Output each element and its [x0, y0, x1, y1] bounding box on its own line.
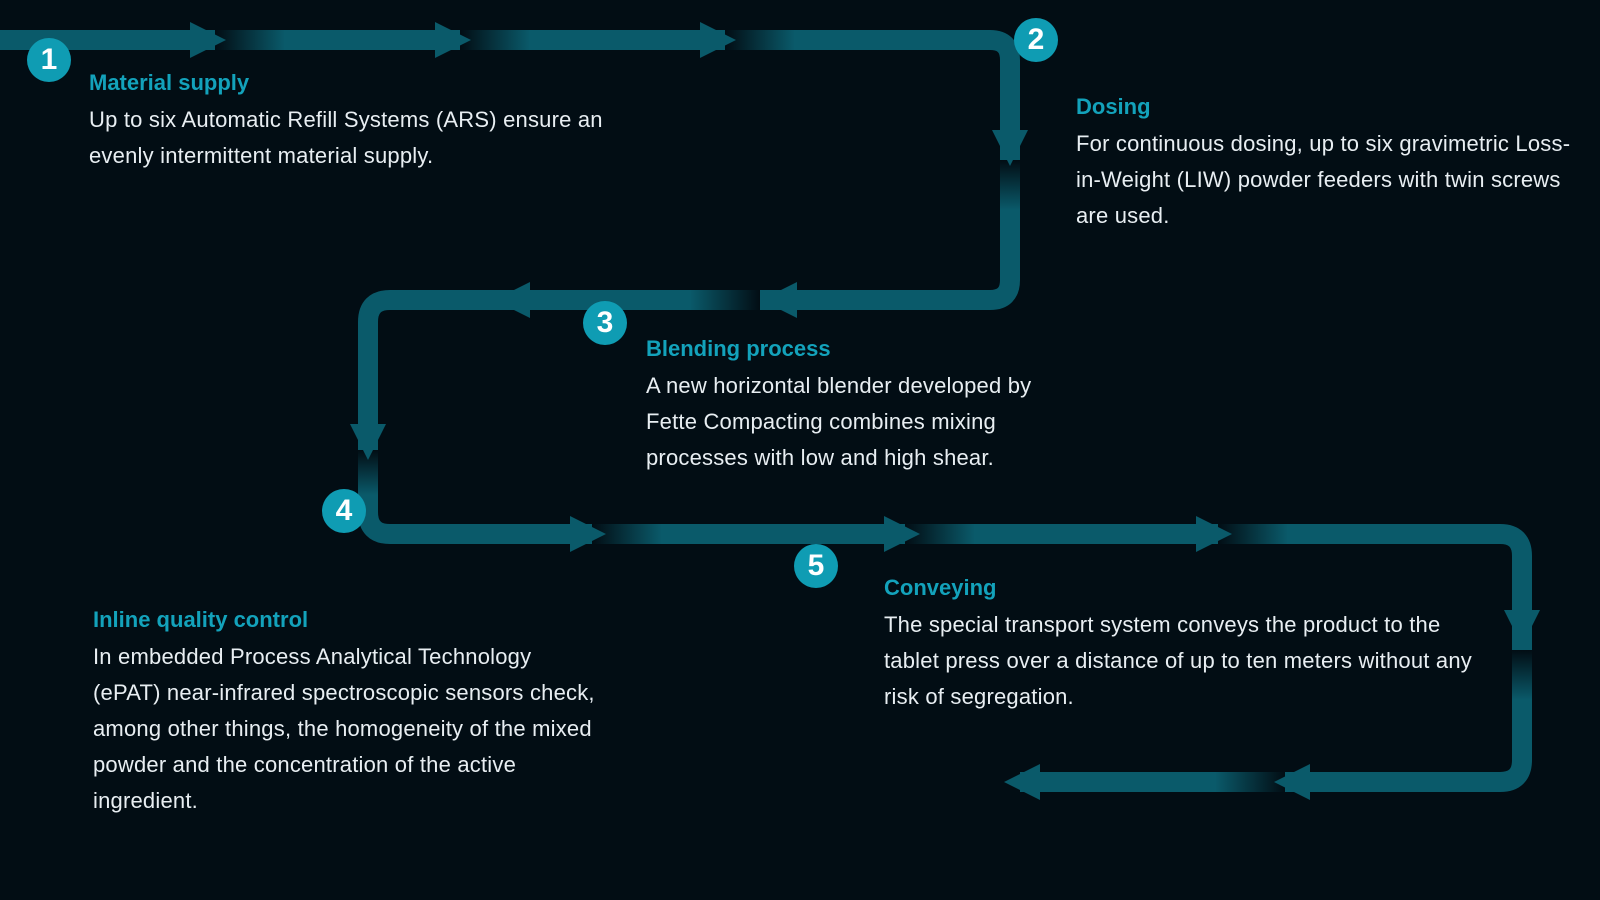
arrow-left-icon	[494, 282, 530, 318]
step-description: For continuous dosing, up to six gravime…	[1076, 131, 1571, 228]
step-title: Conveying	[884, 575, 997, 600]
arrow-down-icon	[1504, 610, 1540, 646]
arrow-right-icon	[190, 22, 226, 58]
step-4-badge: 4	[322, 489, 366, 533]
step-1-badge: 1	[27, 38, 71, 82]
fade-overlay	[725, 26, 795, 54]
step-description: Up to six Automatic Refill Systems (ARS)…	[89, 107, 603, 168]
fade-overlay	[996, 160, 1024, 210]
step-title: Inline quality control	[93, 607, 309, 632]
flow-line	[0, 30, 1532, 792]
arrow-left-icon	[761, 282, 797, 318]
fade-overlay	[460, 26, 530, 54]
step-description: The special transport system conveys the…	[884, 612, 1472, 709]
step-material-supply: Material supply Up to six Automatic Refi…	[89, 68, 629, 174]
step-conveying: Conveying The special transport system c…	[884, 573, 1484, 715]
arrow-right-icon	[700, 22, 736, 58]
step-dosing: Dosing For continuous dosing, up to six …	[1076, 92, 1576, 234]
fade-overlay	[215, 26, 285, 54]
step-title: Dosing	[1076, 94, 1151, 119]
fade-overlay	[1508, 650, 1536, 700]
fade-overlay	[690, 286, 760, 314]
arrow-left-icon	[1274, 764, 1310, 800]
step-2-badge: 2	[1014, 18, 1058, 62]
arrow-left-icon	[1004, 764, 1040, 800]
arrow-right-icon	[570, 516, 606, 552]
step-5-badge: 5	[794, 544, 838, 588]
arrow-down-icon	[350, 424, 386, 460]
step-description: In embedded Process Analytical Technolog…	[93, 644, 595, 813]
step-blending-process: Blending process A new horizontal blende…	[646, 334, 1086, 476]
step-3-badge: 3	[583, 301, 627, 345]
step-inline-quality-control: Inline quality control In embedded Proce…	[93, 605, 603, 819]
step-title: Blending process	[646, 336, 831, 361]
arrow-right-icon	[435, 22, 471, 58]
arrow-right-icon	[884, 516, 920, 552]
arrow-right-icon	[1196, 516, 1232, 552]
step-title: Material supply	[89, 70, 250, 95]
fade-overlay	[1215, 768, 1285, 796]
step-description: A new horizontal blender developed by Fe…	[646, 373, 1032, 470]
arrow-down-icon	[992, 130, 1028, 166]
